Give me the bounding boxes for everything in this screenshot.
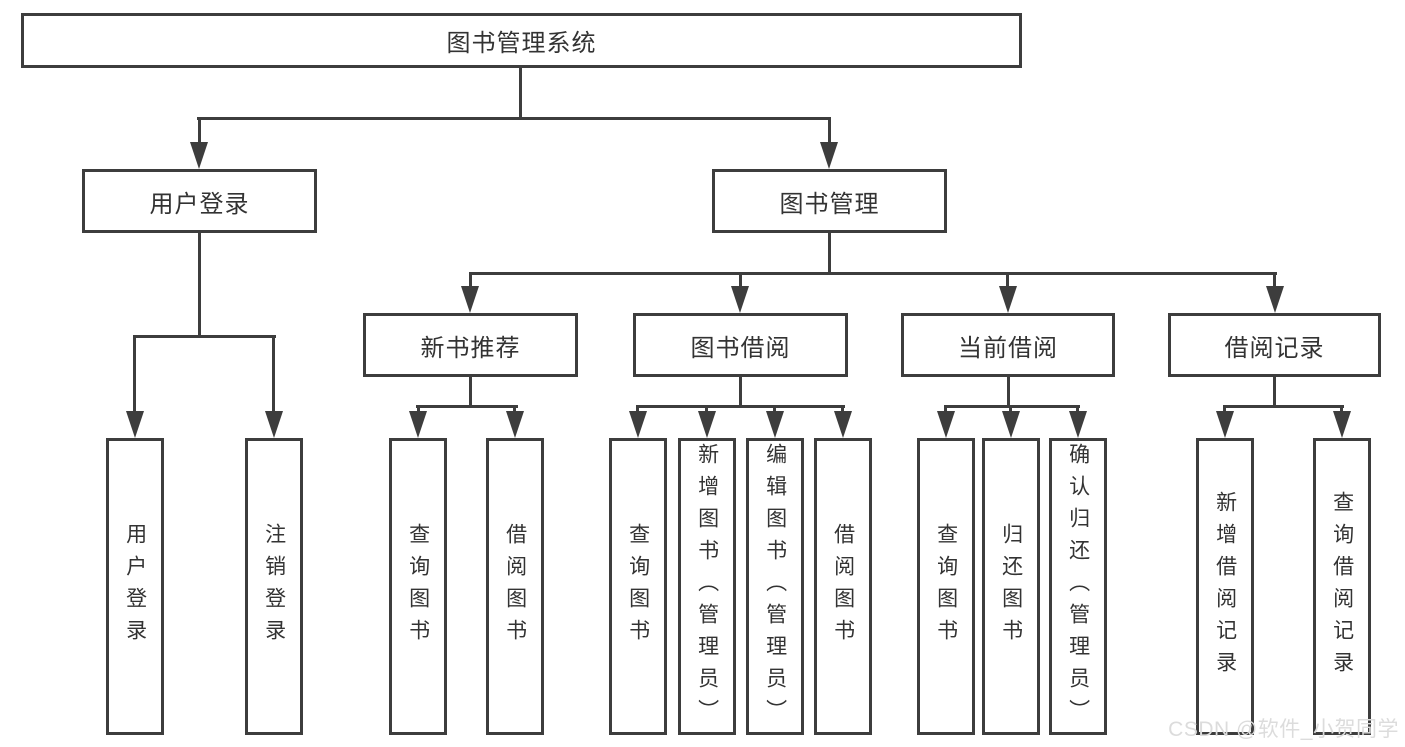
- connector-line: [1006, 272, 1009, 290]
- leaf-label: 查询借阅记录: [1330, 490, 1354, 683]
- connector-line: [1273, 272, 1276, 290]
- arrow-down-icon: [1333, 411, 1351, 438]
- leaf-label: 借阅图书: [503, 522, 527, 651]
- leaf-label: 编辑图书（管理员）: [763, 442, 787, 731]
- arrow-down-icon: [265, 411, 283, 438]
- arrow-down-icon: [1266, 286, 1284, 313]
- connector-line: [1007, 375, 1010, 408]
- node-label: 用户登录: [149, 190, 250, 218]
- leaf-query-books-current: 查询图书: [917, 438, 975, 735]
- connector-line: [469, 272, 472, 290]
- leaf-return-books: 归还图书: [982, 438, 1040, 735]
- arrow-down-icon: [1069, 411, 1087, 438]
- leaf-add-borrow-record: 新增借阅记录: [1196, 438, 1254, 735]
- node-label: 新书推荐: [420, 334, 521, 362]
- node-user-login: 用户登录: [82, 169, 317, 233]
- node-current-borrowing: 当前借阅: [901, 313, 1115, 377]
- node-label: 图书管理系统: [446, 30, 597, 57]
- leaf-label: 查询图书: [406, 522, 430, 651]
- connector-line: [197, 117, 831, 120]
- arrow-down-icon: [506, 411, 524, 438]
- leaf-label: 确认归还（管理员）: [1066, 442, 1090, 731]
- connector-line: [416, 405, 518, 408]
- connector-line: [198, 117, 201, 146]
- arrow-down-icon: [409, 411, 427, 438]
- connector-line: [1273, 375, 1276, 408]
- node-library-system: 图书管理系统: [21, 13, 1022, 68]
- arrow-down-icon: [731, 286, 749, 313]
- leaf-query-borrow-record: 查询借阅记录: [1313, 438, 1371, 735]
- leaf-label: 新增借阅记录: [1213, 490, 1237, 683]
- arrow-down-icon: [999, 286, 1017, 313]
- leaf-label: 查询图书: [934, 522, 958, 651]
- connector-line: [739, 272, 742, 290]
- arrow-down-icon: [629, 411, 647, 438]
- connector-line: [519, 66, 522, 119]
- connector-line: [637, 405, 845, 408]
- arrow-down-icon: [766, 411, 784, 438]
- connector-line: [198, 231, 201, 337]
- leaf-query-books-recommend: 查询图书: [389, 438, 447, 735]
- node-book-borrowing: 图书借阅: [633, 313, 848, 377]
- leaf-edit-books-admin: 编辑图书（管理员）: [746, 438, 804, 735]
- leaf-borrow-books-recommend: 借阅图书: [486, 438, 544, 735]
- leaf-label: 用户登录: [123, 522, 147, 651]
- leaf-user-login: 用户登录: [106, 438, 164, 735]
- csdn-watermark: CSDN @软件_小贺同学: [1168, 718, 1399, 741]
- connector-line: [945, 405, 1080, 408]
- arrow-down-icon: [937, 411, 955, 438]
- node-new-book-recommend: 新书推荐: [363, 313, 578, 377]
- leaf-label: 借阅图书: [831, 522, 855, 651]
- connector-line: [1224, 405, 1344, 408]
- arrow-down-icon: [834, 411, 852, 438]
- connector-line: [828, 117, 831, 146]
- arrow-down-icon: [698, 411, 716, 438]
- node-borrow-records: 借阅记录: [1168, 313, 1381, 377]
- node-label: 借阅记录: [1224, 334, 1325, 362]
- connector-line: [133, 335, 276, 338]
- leaf-label: 新增图书（管理员）: [695, 442, 719, 731]
- connector-line: [828, 231, 831, 274]
- connector-line: [133, 335, 136, 415]
- leaf-confirm-return-admin: 确认归还（管理员）: [1049, 438, 1107, 735]
- leaf-query-books-borrowing: 查询图书: [609, 438, 667, 735]
- arrow-down-icon: [190, 142, 208, 169]
- leaf-logout: 注销登录: [245, 438, 303, 735]
- node-label: 当前借阅: [958, 334, 1058, 362]
- arrow-down-icon: [461, 286, 479, 313]
- leaf-label: 查询图书: [626, 522, 650, 651]
- arrow-down-icon: [820, 142, 838, 169]
- leaf-label: 归还图书: [999, 522, 1023, 651]
- arrow-down-icon: [1216, 411, 1234, 438]
- connector-line: [272, 335, 275, 415]
- arrow-down-icon: [1002, 411, 1020, 438]
- leaf-add-books-admin: 新增图书（管理员）: [678, 438, 736, 735]
- node-book-management: 图书管理: [712, 169, 947, 233]
- connector-line: [469, 375, 472, 408]
- arrow-down-icon: [126, 411, 144, 438]
- leaf-borrow-books: 借阅图书: [814, 438, 872, 735]
- connector-line: [469, 272, 1277, 275]
- leaf-label: 注销登录: [262, 522, 286, 651]
- connector-line: [739, 375, 742, 408]
- node-label: 图书借阅: [690, 334, 791, 362]
- node-label: 图书管理: [779, 190, 880, 218]
